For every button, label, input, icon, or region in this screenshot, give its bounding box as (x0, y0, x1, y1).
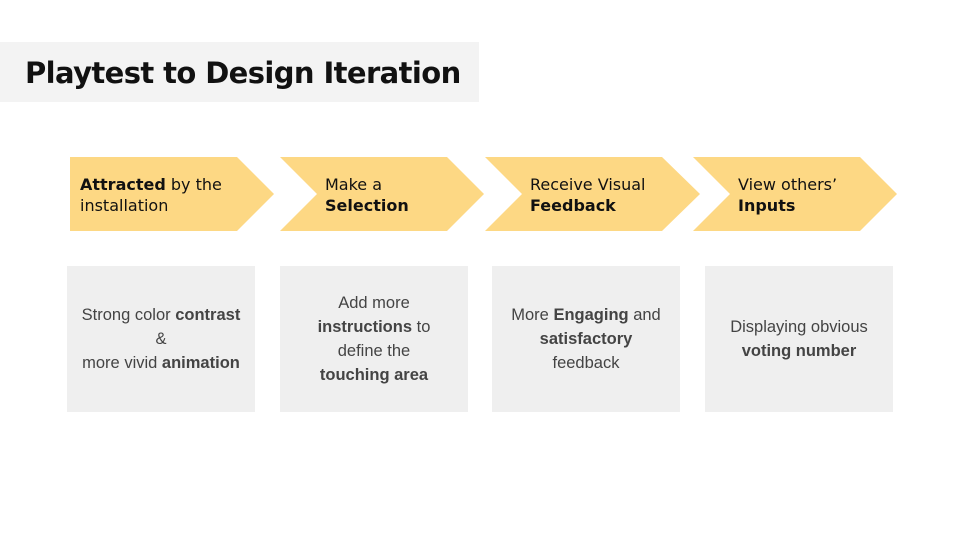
page-title: Playtest to Design Iteration (25, 56, 461, 90)
card-3-l2-bold: satisfactory (539, 330, 633, 348)
card-4-text: Displaying obvious voting number (730, 315, 868, 363)
card-1-l1-bold: contrast (175, 306, 241, 324)
card-1-l3-pre: more vivid (82, 354, 162, 372)
card-2-l2-post: to (412, 318, 431, 336)
step-3-line1-rest: Receive Visual (530, 175, 646, 194)
card-2-l2-bold: instructions (317, 318, 413, 336)
chevron-step-2 (280, 157, 484, 231)
card-1-l2-pre: & (155, 330, 167, 348)
step-2-label: Make a Selection (325, 174, 409, 216)
card-3-l1-bold: Engaging (553, 306, 629, 324)
card-4-l2-bold: voting number (741, 342, 857, 360)
step-1-line2: installation (80, 196, 169, 215)
step-2-line1-rest: Make a (325, 175, 383, 194)
iteration-card-1: Strong color contrast & more vivid anima… (67, 266, 255, 412)
card-1-l3-bold: animation (161, 354, 240, 372)
step-1-line1-rest: by the (165, 175, 222, 194)
step-4-line2-bold: Inputs (738, 196, 796, 215)
card-3-l1-post: and (628, 306, 661, 324)
chevron-step-4 (693, 157, 897, 231)
iteration-card-4: Displaying obvious voting number (705, 266, 893, 412)
step-4-label: View others’ Inputs (738, 174, 837, 216)
chevron-step-3 (485, 157, 700, 231)
step-3-line2-bold: Feedback (530, 196, 616, 215)
step-3-label: Receive Visual Feedback (530, 174, 646, 216)
card-2-text: Add more instructions to define the touc… (318, 291, 431, 387)
step-4-line1-rest: View others’ (738, 175, 838, 194)
step-2-line2-bold: Selection (325, 196, 409, 215)
card-2-l4-bold: touching area (319, 366, 429, 384)
card-1-text: Strong color contrast & more vivid anima… (82, 303, 241, 375)
step-1-label: Attracted by the installation (80, 174, 222, 216)
iteration-card-3: More Engaging and satisfactory feedback (492, 266, 680, 412)
step-1-line1-bold: Attracted (80, 175, 166, 194)
card-2-l1-pre: Add more (338, 294, 410, 312)
card-3-l1-pre: More (511, 306, 554, 324)
title-bar: Playtest to Design Iteration (0, 42, 479, 102)
iteration-card-2: Add more instructions to define the touc… (280, 266, 468, 412)
card-4-l1-pre: Displaying obvious (730, 318, 868, 336)
card-2-l3-pre: define the (337, 342, 411, 360)
chevron-step-1 (70, 157, 274, 231)
card-1-l1-pre: Strong color (81, 306, 176, 324)
card-3-l3-pre: feedback (552, 354, 620, 372)
card-3-text: More Engaging and satisfactory feedback (511, 303, 660, 375)
